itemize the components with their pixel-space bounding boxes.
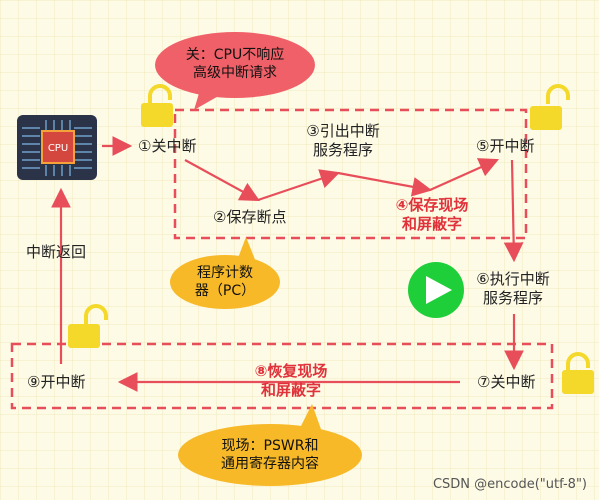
play-icon [408, 262, 464, 318]
speech-bubble-pc [170, 237, 280, 309]
step-6-label: ⑥执行中断 服务程序 [468, 270, 558, 308]
step-5-label: ⑤开中断 [476, 137, 535, 155]
step-3-label: ③引出中断 服务程序 [298, 122, 388, 160]
speech-bubble-red [155, 32, 315, 110]
bubble-top-line2: 高级中断请求 [193, 65, 277, 81]
step-3-line1: ③引出中断 [306, 122, 380, 140]
dashed-box-top [173, 108, 528, 240]
step-9-label: ⑨开中断 [27, 373, 86, 391]
bubble-scene-line2: 通用寄存器内容 [221, 456, 319, 472]
arrow-s3-to-s4 [337, 171, 433, 197]
step-6-line1: ⑥执行中断 [476, 270, 550, 288]
lock-icon-s5 [530, 84, 570, 130]
bubble-pc-text: 程序计数 器（PC） [180, 264, 270, 300]
cpu-chip-icon: CPU [17, 115, 97, 180]
bubble-pc-line2: 器（PC） [194, 283, 256, 299]
step-8-label: ⑧恢复现场 和屏蔽字 [244, 362, 338, 400]
lock-icon-s1 [141, 84, 173, 127]
step-7-label: ⑦关中断 [477, 373, 536, 391]
step-2-label: ②保存断点 [213, 208, 287, 226]
dashed-box-bottom [10, 342, 554, 410]
bubble-scene-line1: 现场：PSWR和 [221, 438, 319, 454]
step-4-line1: ④保存现场 [395, 196, 469, 214]
interrupt-return-label: 中断返回 [26, 243, 87, 261]
bubble-pc-line1: 程序计数 [197, 265, 253, 281]
speech-bubble-scene [178, 404, 362, 486]
step-1-label: ①关中断 [138, 137, 197, 155]
step-3-line2: 服务程序 [312, 141, 373, 159]
bubble-scene-text: 现场：PSWR和 通用寄存器内容 [195, 437, 345, 473]
step-6-line2: 服务程序 [482, 289, 543, 307]
csdn-watermark: CSDN @encode("utf-8") [432, 477, 587, 492]
step-4-line2: 和屏蔽字 [401, 215, 462, 233]
arrow-s2-to-s3 [257, 169, 341, 202]
arrow-s4-to-s5 [429, 158, 500, 192]
step-8-line2: 和屏蔽字 [260, 381, 321, 399]
arrow-s5-to-s6 [503, 159, 524, 263]
lock-icon-s9 [68, 304, 108, 348]
lock-icon-s7 [562, 352, 594, 394]
cpu-chip-label: CPU [48, 143, 68, 154]
arrow-s1-to-s2 [184, 159, 260, 202]
bubble-top-text: 关：CPU不响应 高级中断请求 [175, 46, 295, 82]
step-4-label: ④保存现场 和屏蔽字 [385, 196, 479, 234]
step-8-line1: ⑧恢复现场 [254, 362, 328, 380]
bubble-top-line1: 关：CPU不响应 [185, 47, 285, 63]
